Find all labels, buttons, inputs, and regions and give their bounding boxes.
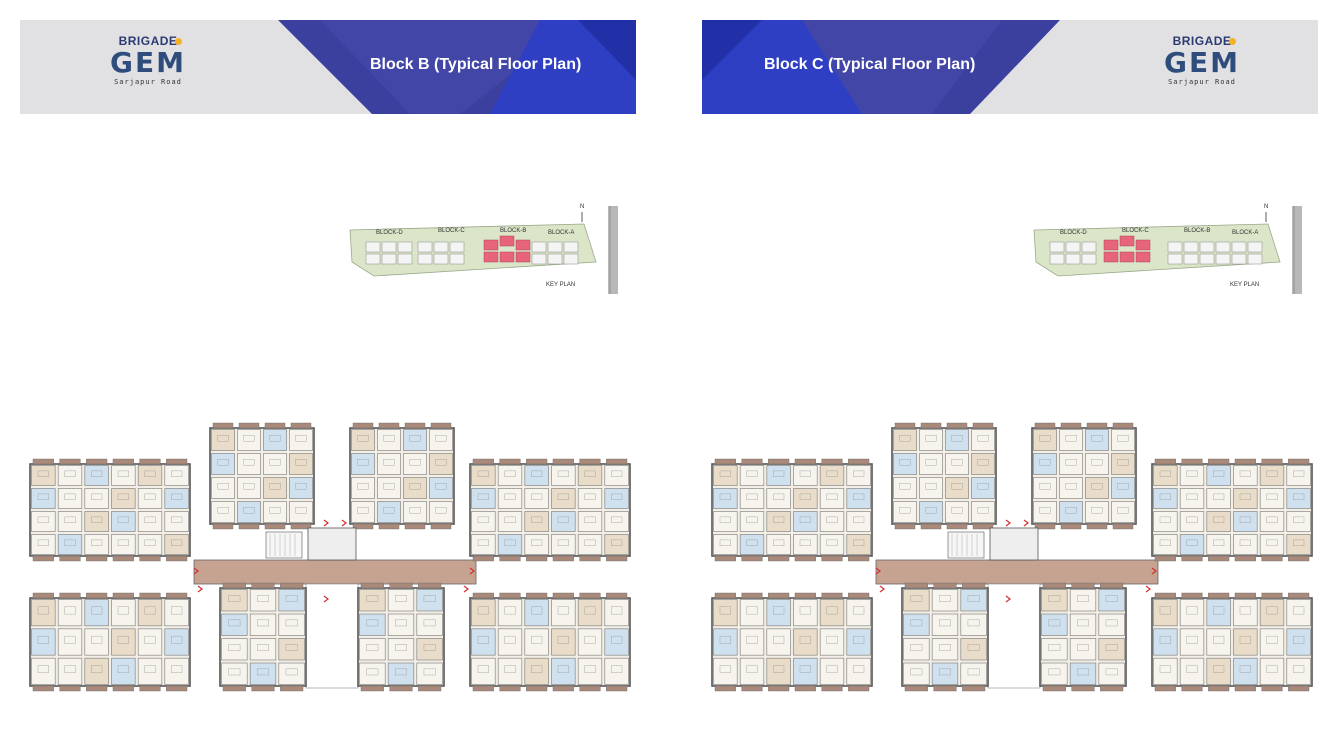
apartment-wing [901,582,989,692]
highlighted-block-b [483,235,531,263]
key-plan-block-a: BLOCK-A [1232,230,1259,236]
entry-arrow-icon [1005,595,1011,603]
apartment-wing [711,592,873,692]
key-plan-block-c: BLOCK-C [438,228,465,234]
key-plan-block-d: BLOCK-D [1060,230,1087,236]
lift-core [989,527,1039,561]
banner-background [20,20,636,114]
entry-arrow-icon [341,519,347,527]
key-plan-block-b: BLOCK-B [1184,228,1211,234]
entry-arrow-icon [1151,567,1157,575]
block-c-title: Block C (Typical Floor Plan) [764,56,976,73]
key-plan-block-d: BLOCK-D [376,230,403,236]
floor-plan-drawing [29,422,631,692]
block-c-banner: Block C (Typical Floor Plan) BRIGADE GEM… [702,20,1318,114]
apartment-wing [29,592,191,692]
block-b-banner: BRIGADE GEM Sarjapur Road Block B (Typic… [20,20,636,114]
common-corridor [875,559,1159,585]
common-corridor [193,559,477,585]
logo-dot [175,38,182,45]
apartment-wing [349,422,455,530]
entry-arrow-icon [193,567,199,575]
apartment-wing [891,422,997,530]
apartment-wing [219,582,307,692]
key-plan-block-a: BLOCK-A [548,230,575,236]
brand-gem: GEM [1164,46,1240,79]
entry-arrow-icon [1005,519,1011,527]
key-plan-drawing [1033,206,1302,294]
floor-plan-drawing [711,422,1313,692]
entry-arrow-icon [323,519,329,527]
staircase [947,531,985,559]
entry-arrow-icon [197,585,203,593]
entry-arrow-icon [875,567,881,575]
entry-arrow-icon [879,585,885,593]
brigade-gem-logo: BRIGADE GEM Sarjapur Road [1122,28,1282,108]
lift-core [307,527,357,561]
entry-arrow-icon [463,585,469,593]
apartment-wing [209,422,315,530]
entry-arrow-icon [469,567,475,575]
brand-brigade: BRIGADE [1172,34,1232,48]
central-void [987,583,1041,689]
apartment-wing [357,582,445,692]
brand-brigade: BRIGADE [118,34,178,48]
block-b-title: Block B (Typical Floor Plan) [370,56,582,73]
block-c-key-plan: BLOCK-D BLOCK-C BLOCK-B BLOCK-A N KEY PL… [1028,202,1308,297]
key-plan-label: KEY PLAN [1230,282,1260,288]
entry-arrow-icon [323,595,329,603]
apartment-wing [711,458,873,562]
block-b-panel: BRIGADE GEM Sarjapur Road Block B (Typic… [18,0,638,743]
staircase [265,531,303,559]
apartment-wing [1151,592,1313,692]
key-plan-block-b: BLOCK-B [500,228,527,234]
block-b-floor-plan [24,420,636,692]
brand-gem: GEM [110,46,186,79]
key-plan-north: N [580,204,585,210]
apartment-wing [1039,582,1127,692]
entry-arrow-icon [1023,519,1029,527]
logo-dot [1229,38,1236,45]
banner-background [702,20,1318,114]
highlighted-block-c [1103,235,1151,263]
apartment-wing [469,592,631,692]
brigade-gem-logo: BRIGADE GEM Sarjapur Road [68,28,228,108]
apartment-wing [1031,422,1137,530]
key-plan-drawing [349,206,618,294]
brand-location: Sarjapur Road [114,78,182,86]
central-void [305,583,359,689]
apartment-wing [1151,458,1313,562]
apartment-wing [29,458,191,562]
block-c-panel: Block C (Typical Floor Plan) BRIGADE GEM… [702,0,1322,743]
block-b-key-plan: BLOCK-D BLOCK-C BLOCK-B BLOCK-A N KEY PL… [344,202,624,297]
apartment-wing [469,458,631,562]
key-plan-label: KEY PLAN [546,282,576,288]
entry-arrow-icon [1145,585,1151,593]
brand-location: Sarjapur Road [1168,78,1236,86]
block-c-floor-plan [706,420,1318,692]
key-plan-block-c: BLOCK-C [1122,228,1149,234]
key-plan-north: N [1264,204,1269,210]
